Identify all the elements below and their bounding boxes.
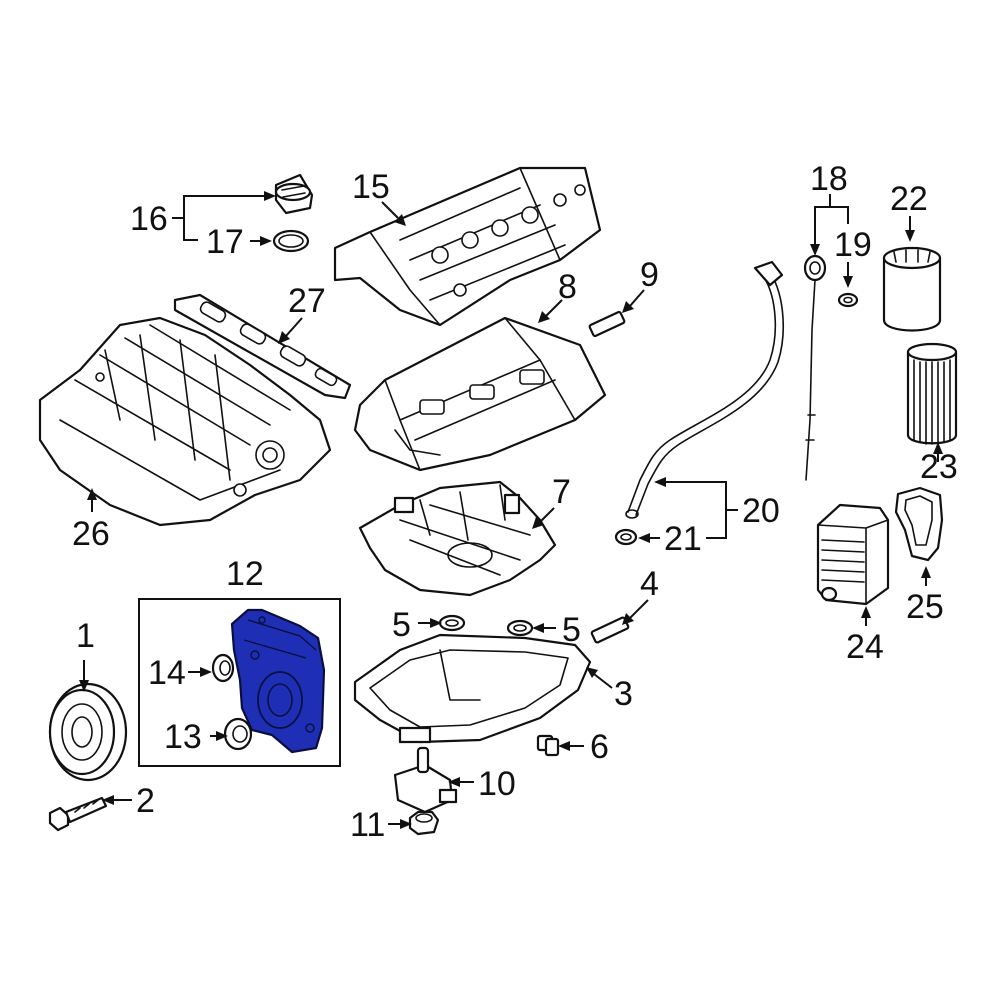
part-6-drain-plug[interactable] bbox=[536, 734, 560, 757]
callout-17: 17 bbox=[206, 223, 244, 261]
part-15-valve-cover[interactable] bbox=[333, 166, 602, 327]
part-25-oil-cooler-gasket[interactable] bbox=[894, 486, 944, 562]
callout-20: 20 bbox=[742, 492, 780, 530]
part-17-filler-cap-seal[interactable] bbox=[272, 229, 310, 253]
callout-19: 19 bbox=[834, 226, 872, 264]
callout-26: 26 bbox=[72, 515, 110, 553]
part-20-dipstick-tube[interactable] bbox=[625, 260, 784, 519]
callout-8: 8 bbox=[558, 268, 577, 306]
part-16-oil-filler-cap[interactable] bbox=[274, 173, 314, 215]
callout-labels: 1 2 3 4 5 5 6 7 8 9 10 11 12 13 14 15 16… bbox=[72, 160, 958, 844]
callout-7: 7 bbox=[552, 473, 571, 511]
part-3-oil-pan[interactable] bbox=[353, 633, 592, 744]
part-2-pulley-bolt[interactable] bbox=[48, 796, 108, 832]
part-22-oil-filter-housing[interactable] bbox=[882, 246, 942, 332]
callout-2: 2 bbox=[136, 782, 155, 820]
part-19-dipstick-seal[interactable] bbox=[837, 292, 859, 308]
callout-27: 27 bbox=[288, 282, 326, 320]
callout-4: 4 bbox=[640, 565, 659, 603]
part-5-seal-left[interactable] bbox=[438, 614, 466, 632]
part-1-crankshaft-pulley[interactable] bbox=[48, 682, 128, 782]
callout-14: 14 bbox=[148, 654, 186, 692]
part-11-plug[interactable] bbox=[408, 810, 440, 836]
callout-21: 21 bbox=[664, 520, 702, 558]
callout-3: 3 bbox=[614, 675, 633, 713]
part-23-oil-filter-element[interactable] bbox=[906, 342, 958, 445]
callout-16: 16 bbox=[130, 200, 168, 238]
part-21-tube-seal[interactable] bbox=[614, 528, 638, 546]
part-27-intake-gasket[interactable] bbox=[173, 293, 352, 400]
callout-18: 18 bbox=[810, 160, 848, 198]
part-8-cylinder-head-cover[interactable] bbox=[353, 316, 607, 472]
part-24-oil-cooler[interactable] bbox=[816, 503, 890, 606]
callout-9: 9 bbox=[640, 256, 659, 294]
callout-24: 24 bbox=[846, 628, 884, 666]
callout-10: 10 bbox=[478, 765, 516, 803]
part-14-seal[interactable] bbox=[211, 653, 235, 683]
callout-11: 11 bbox=[350, 806, 385, 844]
callout-1: 1 bbox=[76, 617, 95, 655]
callout-15: 15 bbox=[352, 168, 390, 206]
callout-23: 23 bbox=[920, 448, 958, 486]
callout-22: 22 bbox=[890, 180, 928, 218]
callout-5-left: 5 bbox=[392, 606, 411, 644]
part-7-oil-baffle[interactable] bbox=[358, 480, 557, 597]
part-10-oil-pump[interactable] bbox=[393, 746, 458, 814]
callout-13: 13 bbox=[164, 718, 202, 756]
callout-5-right: 5 bbox=[562, 611, 581, 649]
part-12-timing-cover[interactable] bbox=[230, 608, 326, 754]
callout-6: 6 bbox=[590, 728, 609, 766]
callout-25: 25 bbox=[906, 588, 944, 626]
part-18-dipstick[interactable] bbox=[803, 254, 827, 481]
callout-12: 12 bbox=[226, 555, 264, 593]
part-9-sensor[interactable] bbox=[588, 310, 626, 338]
part-5-seal-right[interactable] bbox=[506, 619, 534, 637]
part-4-oil-level-sensor[interactable] bbox=[590, 616, 630, 644]
part-13-front-crankshaft-seal[interactable] bbox=[223, 717, 253, 751]
part-12-group-box bbox=[138, 598, 341, 767]
leader-lines bbox=[79, 191, 943, 829]
